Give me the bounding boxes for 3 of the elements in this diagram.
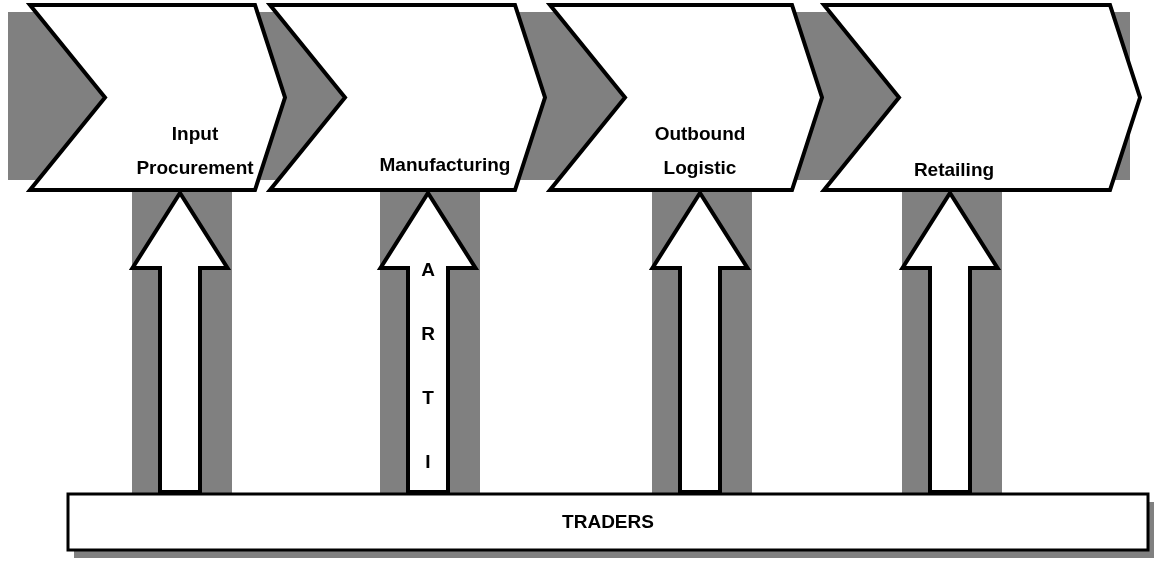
node-label: TRADERS [561, 510, 655, 534]
bar-box [68, 494, 1148, 550]
edge-label: ARTI [420, 258, 436, 474]
